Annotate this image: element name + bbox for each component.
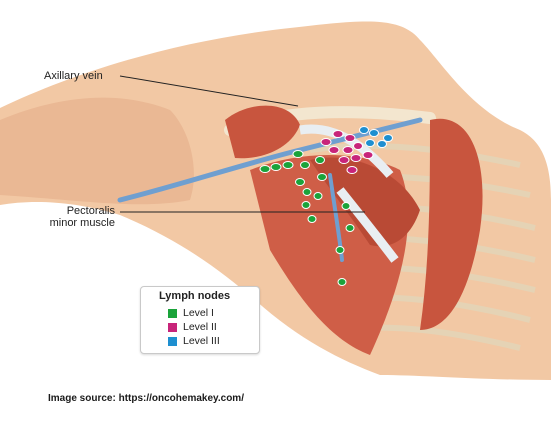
legend-item-level-3: Level III <box>168 335 220 347</box>
lymph-node-level-3 <box>359 126 369 134</box>
lymph-node-level-1 <box>302 188 312 196</box>
legend: Lymph nodes Level I Level II Level III <box>140 286 260 354</box>
level-2-nodes <box>320 130 374 174</box>
legend-swatch-level-1 <box>168 308 177 318</box>
legend-label-level-2: Level II <box>183 321 217 333</box>
level-1-nodes <box>259 150 355 286</box>
image-source-caption: Image source: https://oncohemakey.com/ <box>48 393 244 404</box>
lymph-node-level-1 <box>282 161 294 169</box>
axillary-vein <box>117 117 423 203</box>
lymph-node-level-2 <box>350 154 362 162</box>
axillary-vein-label: Axillary vein <box>44 70 103 82</box>
lymph-node-level-1 <box>341 202 351 210</box>
lymph-node-level-2 <box>353 142 363 150</box>
lymph-node-level-3 <box>365 139 375 147</box>
lymph-node-level-2 <box>362 151 374 159</box>
lymph-node-level-1 <box>337 278 347 286</box>
lymph-node-level-1 <box>345 224 355 232</box>
arm-shade <box>0 97 194 205</box>
lymph-node-level-1 <box>313 192 323 200</box>
lymph-node-level-1 <box>317 173 327 181</box>
level-3-nodes <box>359 126 393 148</box>
pectoralis-label-line-2: minor muscle <box>49 217 115 229</box>
lymph-node-level-1 <box>301 201 311 209</box>
lymph-node-level-2 <box>332 130 344 138</box>
lymph-node-level-2 <box>342 146 354 154</box>
legend-item-level-1: Level I <box>168 307 214 319</box>
axillary-vein-leader <box>119 75 299 107</box>
lymph-node-level-1 <box>292 150 304 158</box>
lymph-node-level-1 <box>300 161 310 169</box>
pectoralis-label-line-1: Pectoralis <box>66 205 115 217</box>
lymph-node-level-1 <box>270 163 282 171</box>
legend-item-level-2: Level II <box>168 321 217 333</box>
lymph-node-level-2 <box>328 146 340 154</box>
lymph-node-level-3 <box>369 129 379 137</box>
lymph-node-level-1 <box>295 178 305 186</box>
lymph-node-level-1 <box>307 215 317 223</box>
pectoralis-minor-muscle <box>310 157 420 247</box>
lymph-node-level-1 <box>335 246 345 254</box>
tendon-lower <box>336 187 399 263</box>
lymph-node-level-3 <box>383 134 393 142</box>
lymph-node-level-2 <box>320 138 332 146</box>
serratus-muscle <box>420 118 483 330</box>
legend-swatch-level-2 <box>168 322 177 332</box>
legend-title: Lymph nodes <box>159 290 231 302</box>
legend-swatch-level-3 <box>168 336 177 346</box>
legend-label-level-3: Level III <box>183 335 220 347</box>
lymph-node-level-2 <box>344 134 356 142</box>
lymph-node-level-3 <box>377 140 387 148</box>
lymph-node-level-2 <box>346 166 358 174</box>
lymph-node-level-1 <box>315 156 325 164</box>
legend-label-level-1: Level I <box>183 307 214 319</box>
lymph-node-level-2 <box>338 156 350 164</box>
lymph-node-level-1 <box>259 165 271 173</box>
deltoid-muscle <box>225 105 300 159</box>
